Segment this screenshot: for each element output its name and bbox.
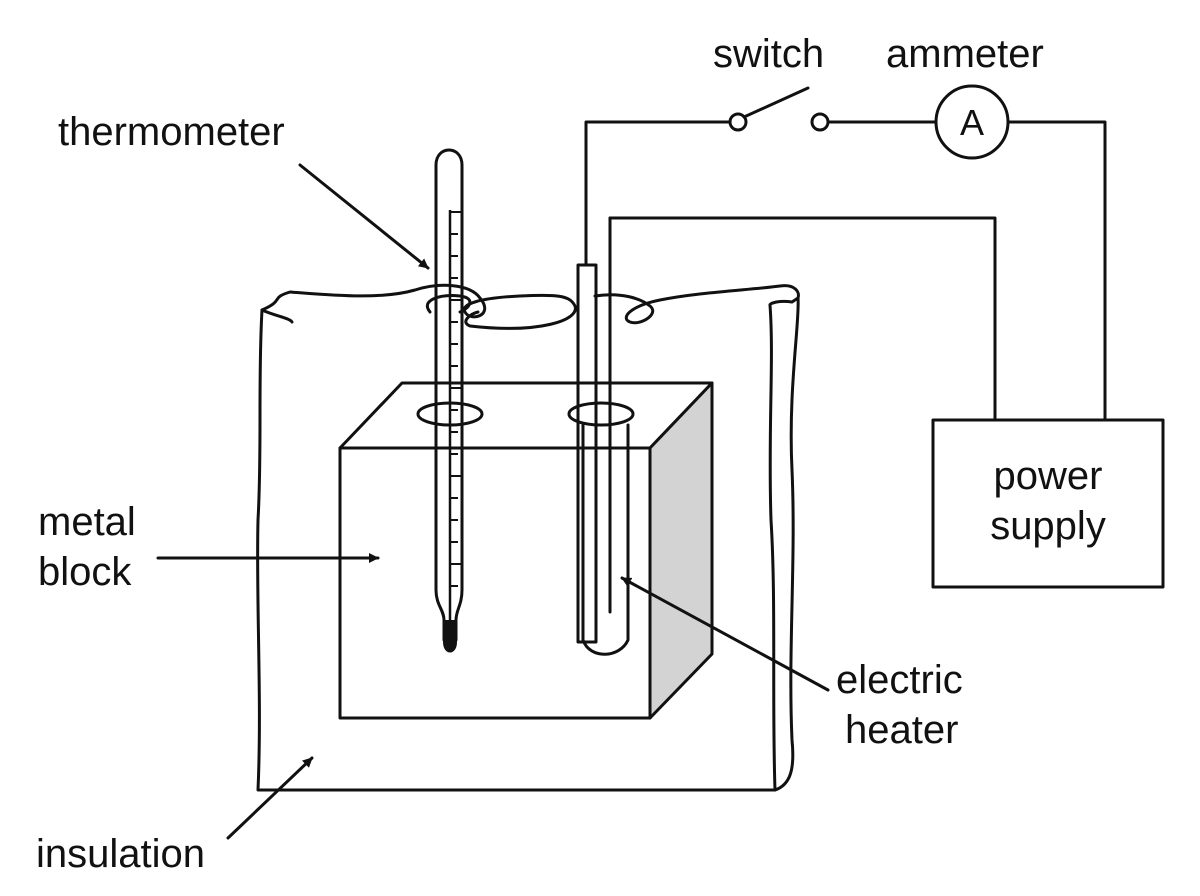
insulation-label: insulation: [36, 832, 206, 876]
insulation-top-edge: [260, 283, 577, 330]
electric-heater-label-line2: heater: [845, 708, 959, 752]
ammeter-symbol: [934, 84, 1010, 160]
power-supply-label-line2: supply: [990, 504, 1106, 548]
thermometer-bulb: [443, 620, 457, 653]
switch-label: switch: [713, 32, 825, 76]
thermometer-tube: [434, 148, 464, 642]
ammeter-label: ammeter: [886, 32, 1044, 76]
thermometer-pointer-arrow: [298, 163, 430, 270]
electric-heater-label-line1: electric: [836, 658, 963, 702]
power-supply-label-line1: power: [993, 454, 1103, 498]
insulation-right-edge: [768, 303, 777, 792]
insulation-right-back: [773, 296, 800, 792]
switch-contact-right: [810, 112, 830, 132]
heater-rod: [576, 263, 598, 644]
insulation-hole-left: [426, 294, 472, 314]
metal-block-label-line1: metal: [38, 500, 136, 544]
thermometer-scale: [450, 211, 462, 587]
metal-block-side: [648, 381, 714, 720]
ammeter-letter: A: [960, 102, 984, 143]
insulation-outline: [256, 308, 777, 792]
switch-lever: [742, 86, 810, 119]
metal-block-label-line2: block: [38, 550, 132, 594]
heater-well: [581, 423, 630, 656]
switch-contact-left: [728, 112, 748, 132]
insulation-pointer-arrow: [226, 756, 314, 840]
thermometer-label: thermometer: [58, 110, 285, 154]
wire-heater-to-switch: [584, 120, 732, 267]
insulation-top-edge-right: [593, 284, 800, 325]
wire-heater-return: [608, 216, 997, 422]
insulation-inner-curve: [260, 308, 294, 324]
metal-block-front: [338, 446, 652, 720]
wire-ammeter-to-supply: [1006, 120, 1107, 422]
power-supply-box: [931, 418, 1165, 589]
metal-block-top: [338, 381, 714, 450]
electric-heater-pointer-arrow: [620, 576, 830, 692]
heater-hole: [567, 401, 635, 427]
